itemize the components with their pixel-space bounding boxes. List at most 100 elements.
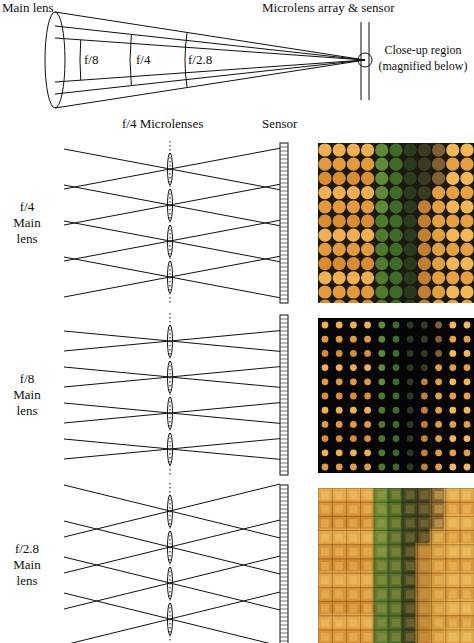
light-ray [64, 221, 280, 262]
grid-line [417, 488, 418, 643]
light-ray [64, 439, 280, 459]
sensor-pixel [280, 553, 288, 554]
microlens-highlight [378, 590, 386, 598]
sensor-pixel [280, 215, 288, 216]
grid-line [318, 559, 474, 560]
microlens-highlight [335, 534, 343, 542]
microlens-highlight [378, 633, 386, 641]
microlens-image [418, 300, 431, 313]
microlens-image [464, 421, 471, 428]
sensor-pixel [280, 203, 288, 204]
sensor-pixel [280, 581, 288, 582]
sensor-pixel [280, 605, 288, 606]
microlens-image [318, 143, 331, 156]
microlens-highlight [406, 619, 414, 627]
microlens-image [435, 435, 442, 442]
microlens-image [375, 271, 388, 284]
light-ray [64, 485, 280, 538]
light-ray [64, 439, 280, 459]
sensor-pixel [280, 585, 288, 586]
microlens-highlight [335, 590, 343, 598]
microlens-highlight [406, 590, 414, 598]
microlens-image [389, 172, 402, 185]
microlens-highlight [378, 519, 386, 527]
sensor-pixel [280, 295, 288, 296]
grid-line [389, 488, 390, 643]
microlens-image [318, 285, 331, 298]
sensor-pixel [280, 151, 288, 152]
light-ray [64, 148, 280, 189]
sensor-pixel [280, 471, 288, 472]
microlens-highlight [406, 576, 414, 584]
microlens-image [322, 322, 329, 329]
microlens-highlight [349, 519, 357, 527]
microlens-highlight [335, 548, 343, 556]
microlens-highlight [449, 576, 457, 584]
microlens-image [407, 407, 414, 414]
microlens-image [364, 435, 371, 442]
sensor-pixel [280, 443, 288, 444]
microlens-image [375, 229, 388, 242]
microlens-highlight [420, 534, 428, 542]
microlens-highlight [435, 491, 443, 499]
microlens-image [435, 364, 442, 371]
light-ray [64, 220, 280, 261]
sensor-pixel [280, 513, 288, 514]
microlens-highlight [321, 534, 329, 542]
microlens-image [389, 285, 402, 298]
microlens-highlight [392, 619, 400, 627]
microlens-highlight [406, 605, 414, 613]
microlens-image [333, 200, 346, 213]
microlens-highlight [335, 633, 343, 641]
microlens-image [435, 421, 442, 428]
microlens-image [418, 285, 431, 298]
sensor-pixel [280, 359, 288, 360]
microlens-highlight [435, 619, 443, 627]
sensor-pixel [280, 371, 288, 372]
microlens-image [347, 143, 360, 156]
microlens-image [404, 300, 417, 313]
sensor-pixel [280, 207, 288, 208]
microlens-image [407, 449, 414, 456]
microlens-highlight [435, 519, 443, 527]
microlens-image [364, 407, 371, 414]
microlens-image [449, 364, 456, 371]
microlens-image [449, 464, 456, 471]
light-ray [64, 149, 280, 190]
sensor-pixel [280, 323, 288, 324]
sensor-pixel [280, 541, 288, 542]
microlens-image [446, 285, 459, 298]
light-ray [64, 403, 280, 423]
sensor-pixel [280, 355, 288, 356]
microlens-image [336, 378, 343, 385]
microlens-image [464, 364, 471, 371]
sensor-pixel [280, 155, 288, 156]
microlens-image [449, 350, 456, 357]
sensor-pixel [280, 327, 288, 328]
sensor-pixel [280, 171, 288, 172]
sensor-pixel [280, 431, 288, 432]
microlens-image [393, 322, 400, 329]
microlens-image [318, 200, 331, 213]
microlens-image [333, 271, 346, 284]
sensor-pixel [280, 569, 288, 570]
microlens-highlight [463, 605, 471, 613]
microlens-image [435, 393, 442, 400]
microlens-highlight [435, 534, 443, 542]
sensor-pixel [280, 411, 288, 412]
grid-line [318, 615, 474, 616]
microlens-image [364, 322, 371, 329]
sensor-pixel [280, 243, 288, 244]
aperture-arc [130, 34, 131, 86]
microlens-image [322, 449, 329, 456]
microlens-image [322, 407, 329, 414]
microlens-image [393, 478, 400, 485]
microlens-image [375, 186, 388, 199]
microlens-highlight [321, 548, 329, 556]
microlens-image [393, 350, 400, 357]
microlens-image [378, 478, 385, 485]
microlens-image [460, 300, 473, 313]
sensor-pixel [280, 339, 288, 340]
light-ray [64, 592, 280, 643]
microlens-image [389, 257, 402, 270]
